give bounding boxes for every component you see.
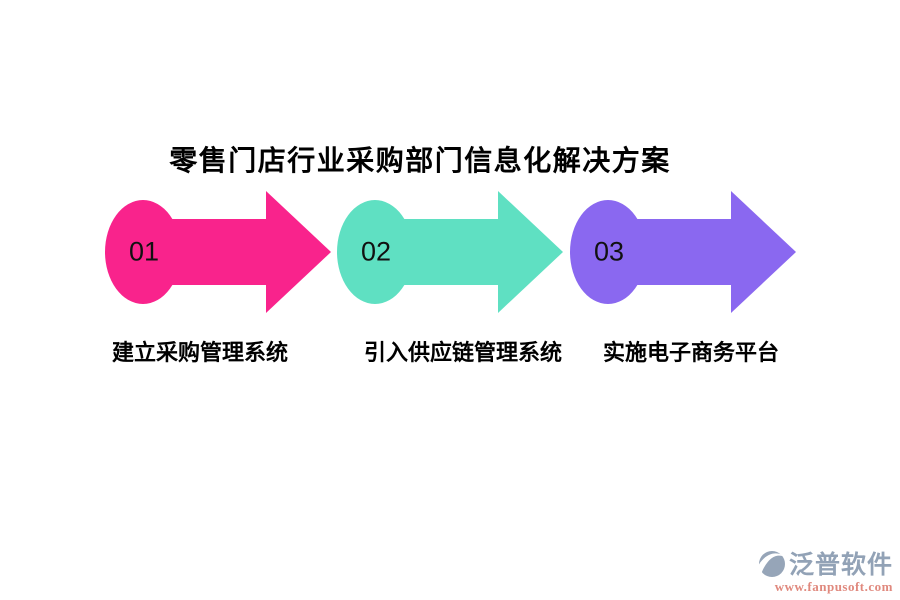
step-label-3: 实施电子商务平台 <box>602 340 780 365</box>
step-arrow-1 <box>105 191 331 313</box>
step-number-2: 02 <box>360 236 392 267</box>
arrow-head-icon <box>498 191 563 313</box>
arrow-body-1 <box>143 219 268 285</box>
step-label-1: 建立采购管理系统 <box>111 340 289 365</box>
step-label-2: 引入供应链管理系统 <box>363 340 563 365</box>
step-number-1: 01 <box>128 236 160 267</box>
step-arrow-2 <box>337 191 563 313</box>
vendor-brand-row: 泛普软件 <box>757 545 893 581</box>
step-number-3: 03 <box>593 236 625 267</box>
vendor-url: www.fanpusoft.com <box>774 579 893 594</box>
step-arrow-3 <box>570 191 796 313</box>
vendor-brand-name: 泛普软件 <box>788 551 893 579</box>
arrow-head-icon <box>731 191 796 313</box>
vendor-watermark: 泛普软件 www.fanpusoft.com <box>757 545 893 595</box>
arrow-body-2 <box>375 219 500 285</box>
fanpu-logo-icon <box>757 551 787 577</box>
arrow-body-3 <box>608 219 733 285</box>
arrow-head-icon <box>266 191 331 313</box>
page-title: 零售门店行业采购部门信息化解决方案 <box>169 145 671 176</box>
